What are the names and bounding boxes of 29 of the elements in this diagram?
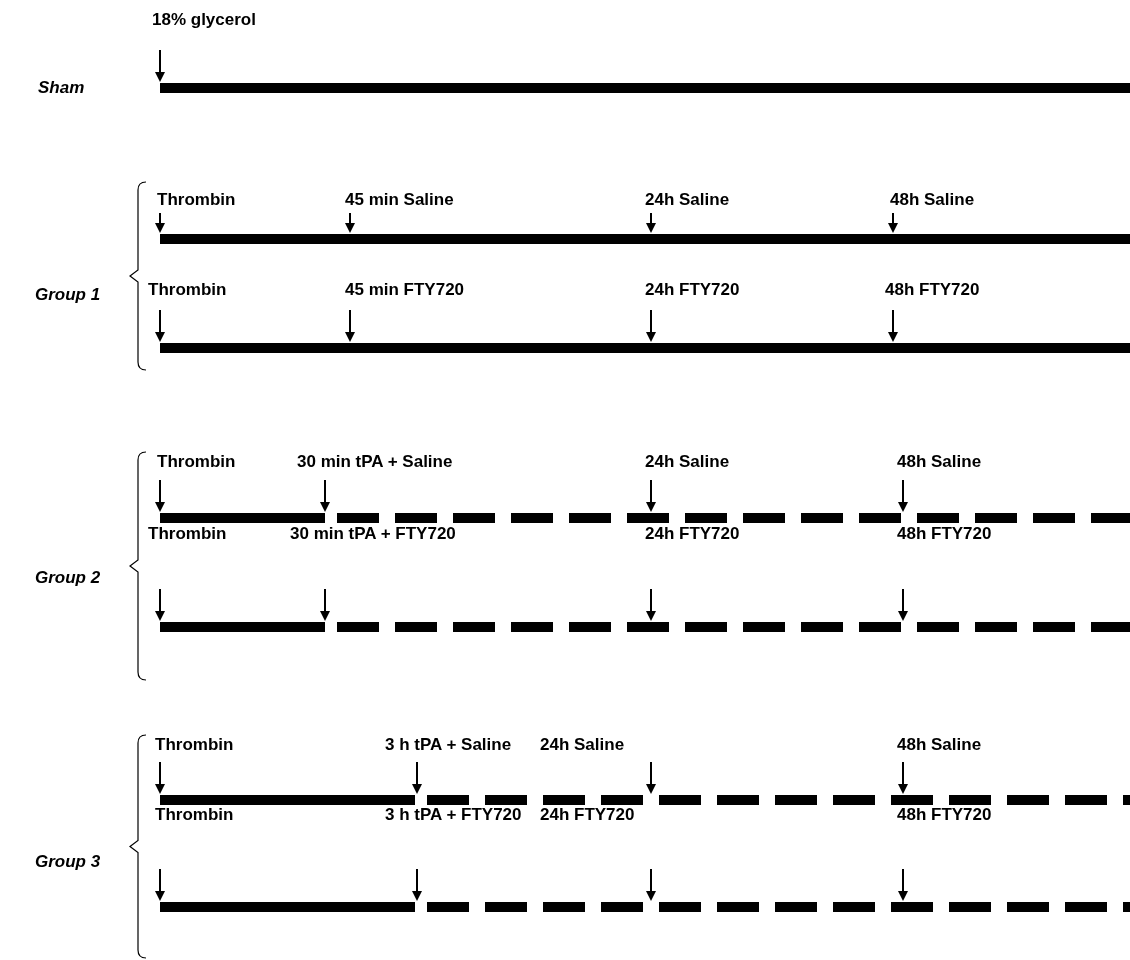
timepoint-label: 3 h tPA + Saline	[385, 734, 512, 756]
timepoint-label: 24h Saline	[540, 734, 625, 756]
timepoint-label: 48h Saline	[897, 451, 982, 473]
timepoint-label: Thrombin	[157, 451, 236, 473]
timepoint-label: 3 h tPA + FTY720	[385, 804, 522, 826]
timepoint-label: 24h FTY720	[645, 279, 740, 301]
timepoint-label: 30 min tPA + Saline	[297, 451, 453, 473]
timepoint-label: 18% glycerol	[152, 9, 256, 31]
timepoint-label: 45 min Saline	[345, 189, 454, 211]
timepoint-label: 48h FTY720	[885, 279, 980, 301]
timepoint-label: Thrombin	[157, 189, 236, 211]
group-label: Group 3	[35, 851, 101, 873]
timepoint-label: Thrombin	[148, 279, 227, 301]
group-label: Group 2	[35, 567, 101, 589]
timepoint-label: 48h FTY720	[897, 804, 992, 826]
group-label: Sham	[38, 77, 85, 99]
timepoint-label: Thrombin	[155, 734, 234, 756]
timepoint-label: 45 min FTY720	[345, 279, 465, 301]
timepoint-label: 30 min tPA + FTY720	[290, 523, 456, 545]
timepoint-label: 24h Saline	[645, 451, 730, 473]
timepoint-label: 24h FTY720	[540, 804, 635, 826]
timepoint-label: 24h FTY720	[645, 523, 740, 545]
timepoint-label: 48h Saline	[897, 734, 982, 756]
timepoint-label: 48h Saline	[890, 189, 975, 211]
group-label: Group 1	[35, 284, 101, 306]
timepoint-label: Thrombin	[148, 523, 227, 545]
timepoint-label: 48h FTY720	[897, 523, 992, 545]
timepoint-label: Thrombin	[155, 804, 234, 826]
timepoint-label: 24h Saline	[645, 189, 730, 211]
